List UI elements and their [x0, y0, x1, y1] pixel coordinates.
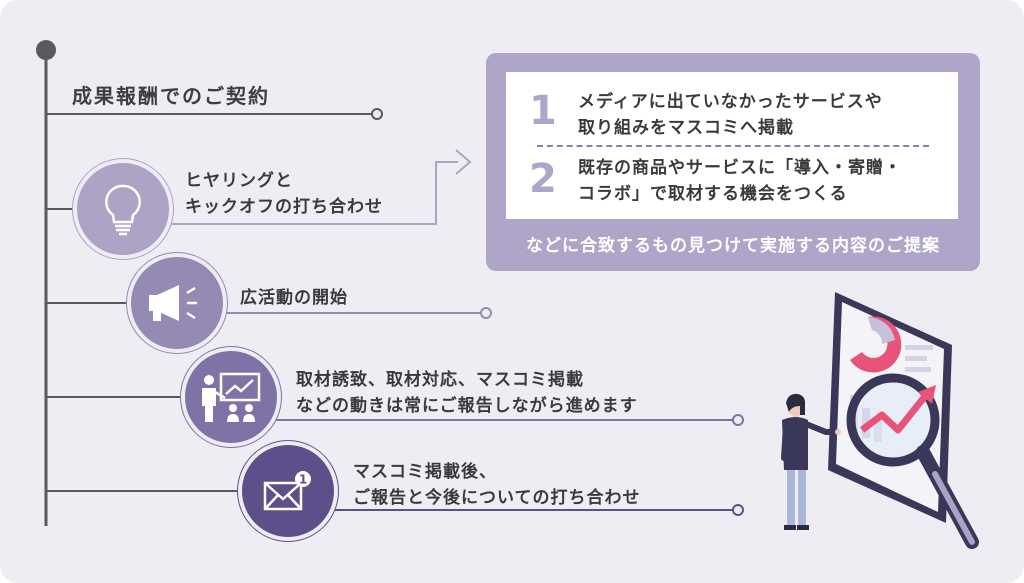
proposal-item-2: 既存の商品やサービスに「導入・寄贈・ コラボ」で取材する機会をつくる [578, 155, 902, 207]
step4-line1: マスコミ掲載後、 [353, 462, 497, 482]
page-title: 成果報酬でのご契約 [72, 84, 270, 108]
proposal-divider [537, 145, 929, 147]
proposal-item-1-line2: 取り組みをマスコミへ掲載 [578, 118, 794, 138]
proposal-item-1-line1: メディアに出ていなかったサービスや [578, 92, 883, 112]
step4-icon-circle: 1 [242, 445, 334, 537]
lightbulb-icon [105, 184, 141, 236]
step2-line1: 広活動の開始 [240, 288, 348, 308]
notification-badge: 1 [299, 473, 307, 487]
proposal-number-1: 1 [529, 88, 557, 134]
step4-line2: ご報告と今後についての打ち合わせ [353, 488, 641, 508]
step3-icon-circle [185, 351, 277, 443]
mail-notification-icon: 1 [263, 471, 311, 511]
step2-icon-circle [131, 257, 223, 349]
timeline-start-dot [36, 40, 56, 60]
step1-icon-circle [77, 163, 169, 255]
title-connector-end [371, 108, 383, 120]
presentation-icon [202, 372, 261, 422]
step3-line2: などの動きは常にご報告しながら進めます [296, 396, 638, 416]
proposal-list: 1 メディアに出ていなかったサービスや 取り組みをマスコミへ掲載 2 既存の商品… [506, 72, 958, 219]
megaphone-icon [149, 285, 197, 321]
step1-line1: ヒヤリングと [185, 171, 293, 191]
proposal-item-2-line1: 既存の商品やサービスに「導入・寄贈・ [578, 158, 902, 178]
step4-text: マスコミ掲載後、 ご報告と今後についての打ち合わせ [353, 459, 641, 511]
arrow-icon [455, 149, 472, 175]
person-illustration [781, 393, 841, 530]
proposal-item-1: メディアに出ていなかったサービスや 取り組みをマスコミへ掲載 [578, 89, 883, 141]
step3-text: 取材誘致、取材対応、マスコミ掲載 などの動きは常にご報告しながら進めます [296, 367, 638, 419]
step1-connector [168, 161, 458, 225]
step1-line2: キックオフの打ち合わせ [185, 197, 383, 217]
step1-text: ヒヤリングと キックオフの打ち合わせ [185, 168, 383, 220]
analytics-illustration [828, 292, 979, 549]
proposal-caption: などに合致するもの見つけて実施する内容のご提案 [526, 236, 940, 256]
proposal-panel: 1 メディアに出ていなかったサービスや 取り組みをマスコミへ掲載 2 既存の商品… [486, 53, 980, 271]
step2-text: 広活動の開始 [240, 285, 348, 311]
step3-line1: 取材誘致、取材対応、マスコミ掲載 [296, 370, 584, 390]
proposal-item-2-line2: コラボ」で取材する機会をつくる [578, 184, 848, 204]
proposal-number-2: 2 [529, 156, 557, 202]
